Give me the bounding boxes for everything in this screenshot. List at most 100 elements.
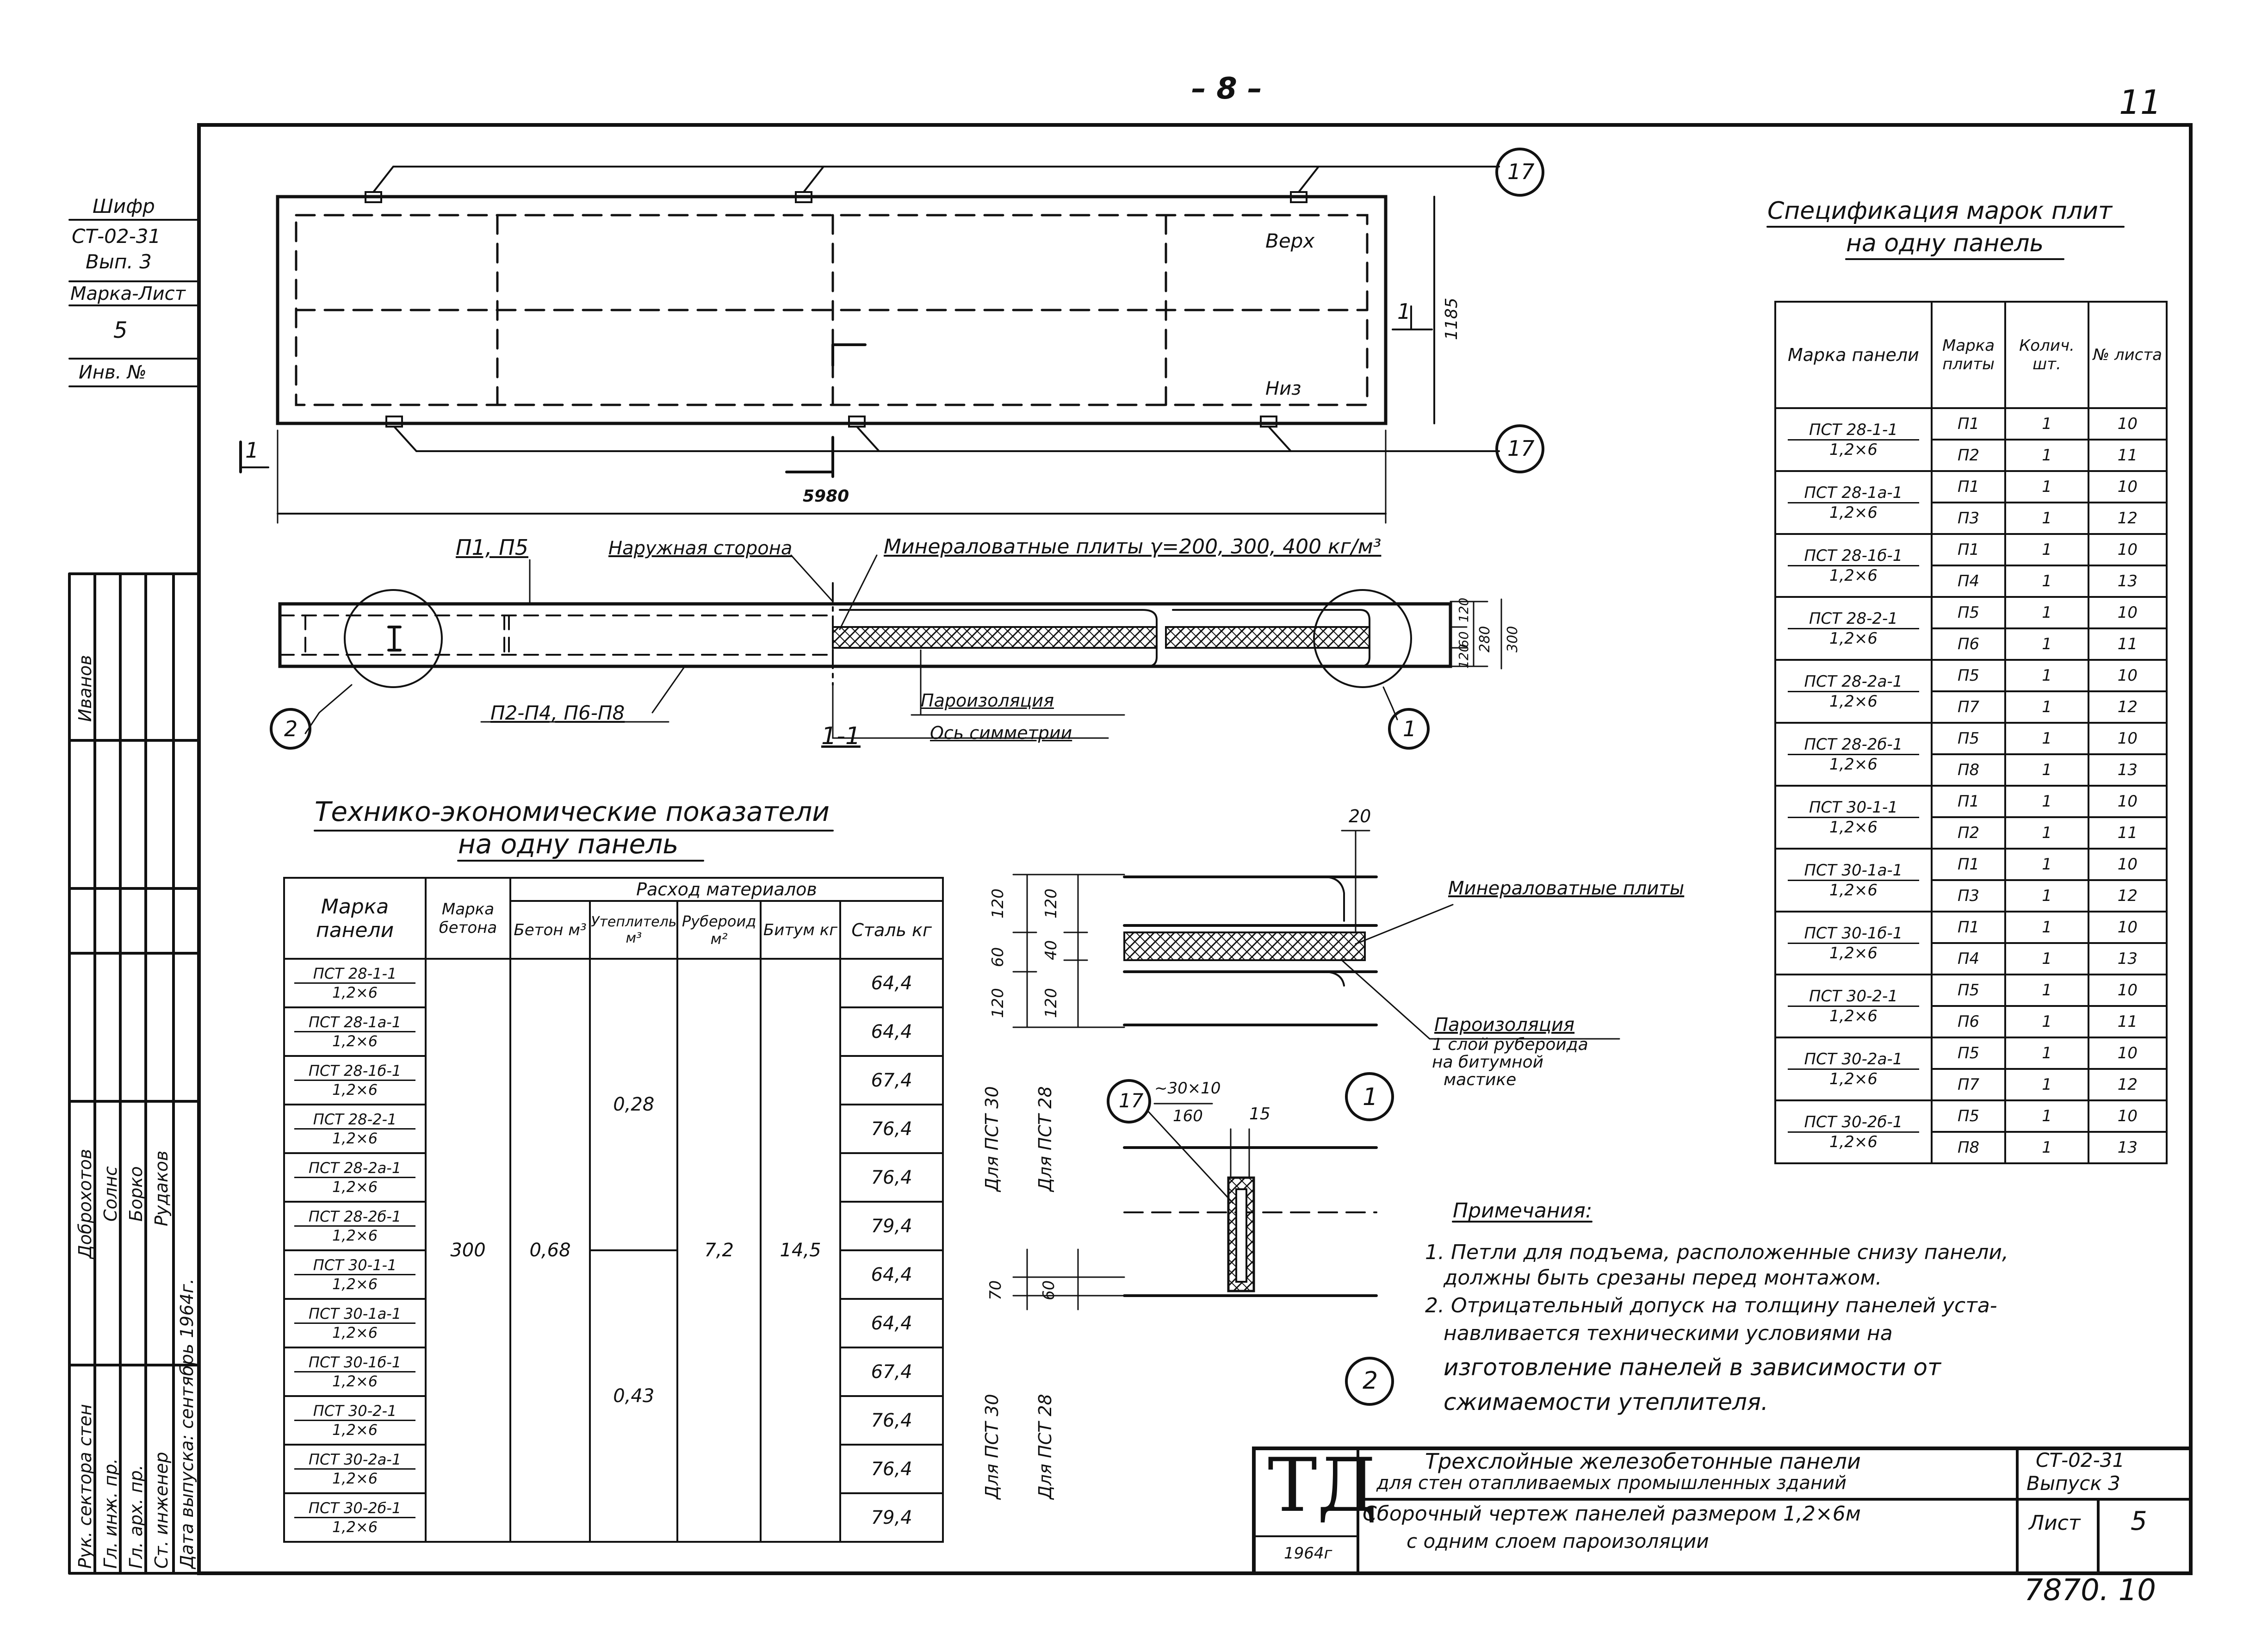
spec-cell-sheet: 13 — [2087, 942, 2168, 975]
spec-cell-plate: П5 — [1930, 1099, 2007, 1133]
spec-cell-qty: 1 — [2004, 690, 2089, 724]
title-line-2: для стен отапливаемых промышленных здани… — [1376, 1472, 1847, 1494]
detail1-label-vapor-3: на битумной — [1432, 1053, 1544, 1072]
stamp-shifr-label: Шифр — [93, 195, 155, 217]
stamp-marka-list-label: Марка-Лист — [70, 283, 186, 304]
tech-cell-stal: 76,4 — [839, 1395, 944, 1446]
th-stal: Сталь кг — [839, 900, 944, 960]
role-gl-arh: Гл. арх. пр. — [126, 1465, 146, 1569]
spec-cell-plate: П2 — [1930, 439, 2007, 472]
spec-cell-plate: П2 — [1930, 816, 2007, 850]
tech-table-title-1: Технико-экономические показатели — [315, 796, 830, 827]
spec-cell-qty: 1 — [2004, 502, 2089, 535]
title-logo: ТД — [1268, 1442, 1377, 1528]
role-st-inzh: Ст. инженер — [151, 1452, 172, 1569]
spec-cell-plate: П1 — [1930, 470, 2007, 503]
spec-cell-sheet: 10 — [2087, 785, 2168, 818]
mineral-wool-layer — [832, 626, 1158, 649]
detail1-dim-l1: 60 — [989, 947, 1007, 967]
note-1a: 1. Петли для подъема, расположенные сниз… — [1425, 1241, 2008, 1264]
note-2c: изготовление панелей в зависимости от — [1444, 1354, 1941, 1381]
spec-cell-sheet: 11 — [2087, 816, 2168, 850]
spec-cell-plate: П8 — [1930, 1131, 2007, 1164]
tech-cell-beton-marka: 300 — [425, 958, 511, 1543]
detail2-callout-17: 17 — [1119, 1089, 1144, 1112]
tech-cell-stal: 64,4 — [839, 1298, 944, 1348]
role-gl-inzh: Гл. инж. пр. — [100, 1458, 121, 1569]
note-2b: навливается техническими условиями на — [1444, 1322, 1893, 1345]
spec-cell-plate: П5 — [1930, 659, 2007, 692]
tech-marka: ПСТ 28-2б-1 — [294, 1208, 416, 1227]
title-line-1: Трехслойные железобетонные панели — [1425, 1449, 1861, 1474]
page-number: – 8 – — [1191, 72, 1263, 106]
section-label-vapor: Пароизоляция — [921, 690, 1054, 711]
spec-cell-plate: П5 — [1930, 596, 2007, 629]
tech-size: 1,2×6 — [332, 1178, 378, 1196]
detail2-dim-15: 15 — [1249, 1105, 1270, 1124]
spec-cell-qty: 1 — [2004, 816, 2089, 850]
spec-table-title-2: на одну панель — [1846, 230, 2044, 257]
spec-cell-plate: П7 — [1930, 1068, 2007, 1101]
name-borko: Борко — [126, 1166, 146, 1222]
spec-table: Марка панели Марка плиты Колич. шт. № ли… — [1774, 301, 2168, 1164]
tech-cell-stal: 67,4 — [839, 1055, 944, 1105]
tech-marka: ПСТ 30-2-1 — [294, 1402, 416, 1421]
callout-17-top: 17 — [1507, 159, 1535, 184]
tech-marka: ПСТ 28-2-1 — [294, 1111, 416, 1130]
th-rashod: Расход материалов — [509, 877, 944, 902]
title-block — [1252, 1447, 2193, 1575]
spec-cell-qty: 1 — [2004, 1099, 2089, 1133]
tech-cell-stal: 76,4 — [839, 1104, 944, 1154]
detail1-dim-l0: 120 — [989, 888, 1007, 919]
th-marka-panel: Марка панели — [283, 877, 427, 960]
spec-cell-qty: 1 — [2004, 848, 2089, 881]
title-list-value: 5 — [2131, 1506, 2147, 1536]
tech-cell-stal: 76,4 — [839, 1152, 944, 1203]
tech-marka: ПСТ 30-2б-1 — [294, 1499, 416, 1518]
spec-cell-plate: П8 — [1930, 753, 2007, 787]
spec-panel: ПСТ 28-2-1 — [1788, 609, 1919, 629]
spec-size: 1,2×6 — [1829, 755, 1878, 774]
sheet-frame — [197, 123, 2193, 1575]
spec-cell-qty: 1 — [2004, 627, 2089, 661]
title-subtitle-2: с одним слоем пароизоляции — [1407, 1530, 1709, 1552]
tech-size: 1,2×6 — [332, 1130, 378, 1147]
spec-cell-qty: 1 — [2004, 911, 2089, 944]
stamp-issue: Вып. 3 — [86, 250, 152, 273]
tech-cell-stal: 67,4 — [839, 1347, 944, 1397]
detail2-for-28: Для ПСТ 28 — [1035, 1394, 1055, 1499]
title-year: 1964г — [1284, 1544, 1332, 1563]
spec-cell-plate: П5 — [1930, 974, 2007, 1007]
notes-title: Примечания: — [1453, 1199, 1593, 1223]
section-callout-1: 1 — [1403, 716, 1417, 741]
section-label-p1p5: П1, П5 — [456, 535, 528, 560]
spec-size: 1,2×6 — [1829, 692, 1878, 711]
spec-cell-sheet: 10 — [2087, 596, 2168, 629]
callout-17-top-circle — [1495, 148, 1544, 197]
role-rukovoditel: Рук. сектора стен — [75, 1404, 95, 1569]
